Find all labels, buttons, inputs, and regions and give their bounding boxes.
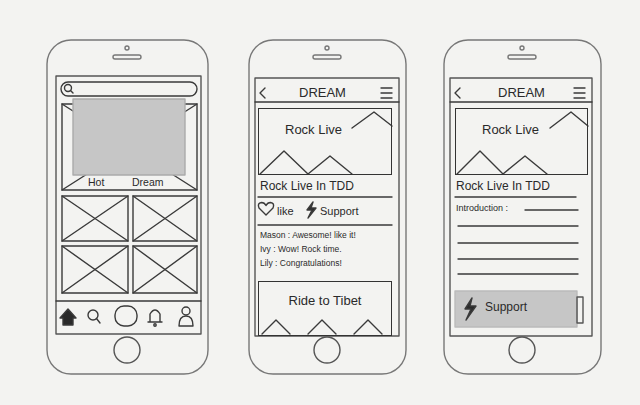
node-text: Ride to Tibet (259, 294, 391, 309)
action-label: like (277, 205, 294, 218)
banner-box: Hot Dream (62, 104, 197, 190)
action-label: Support (320, 205, 359, 218)
node-text: Rock Live (482, 123, 539, 138)
image-box: Rock Live (258, 108, 392, 175)
image-box: Ride to Tibet (258, 281, 392, 336)
node-text: Rock Live (285, 123, 342, 138)
item-title: Rock Live In TDD (260, 180, 354, 194)
image-box: Rock Live (455, 108, 588, 175)
node-text: Support (485, 301, 527, 315)
item-title: Rock Live In TDD (456, 180, 550, 194)
screen-title: DREAM (498, 86, 545, 101)
node-text: Dream (132, 176, 164, 188)
screen-title: DREAM (299, 86, 346, 101)
comment-text: Mason : Awesome! like it! (260, 231, 356, 241)
support-button: Support (455, 291, 577, 327)
intro-label: Introduction : (456, 203, 508, 213)
comment-text: Lily : Congratulations! (260, 259, 342, 269)
comment-text: Ivy : Wow! Rock time. (260, 245, 342, 255)
node-text: Hot (88, 176, 104, 188)
